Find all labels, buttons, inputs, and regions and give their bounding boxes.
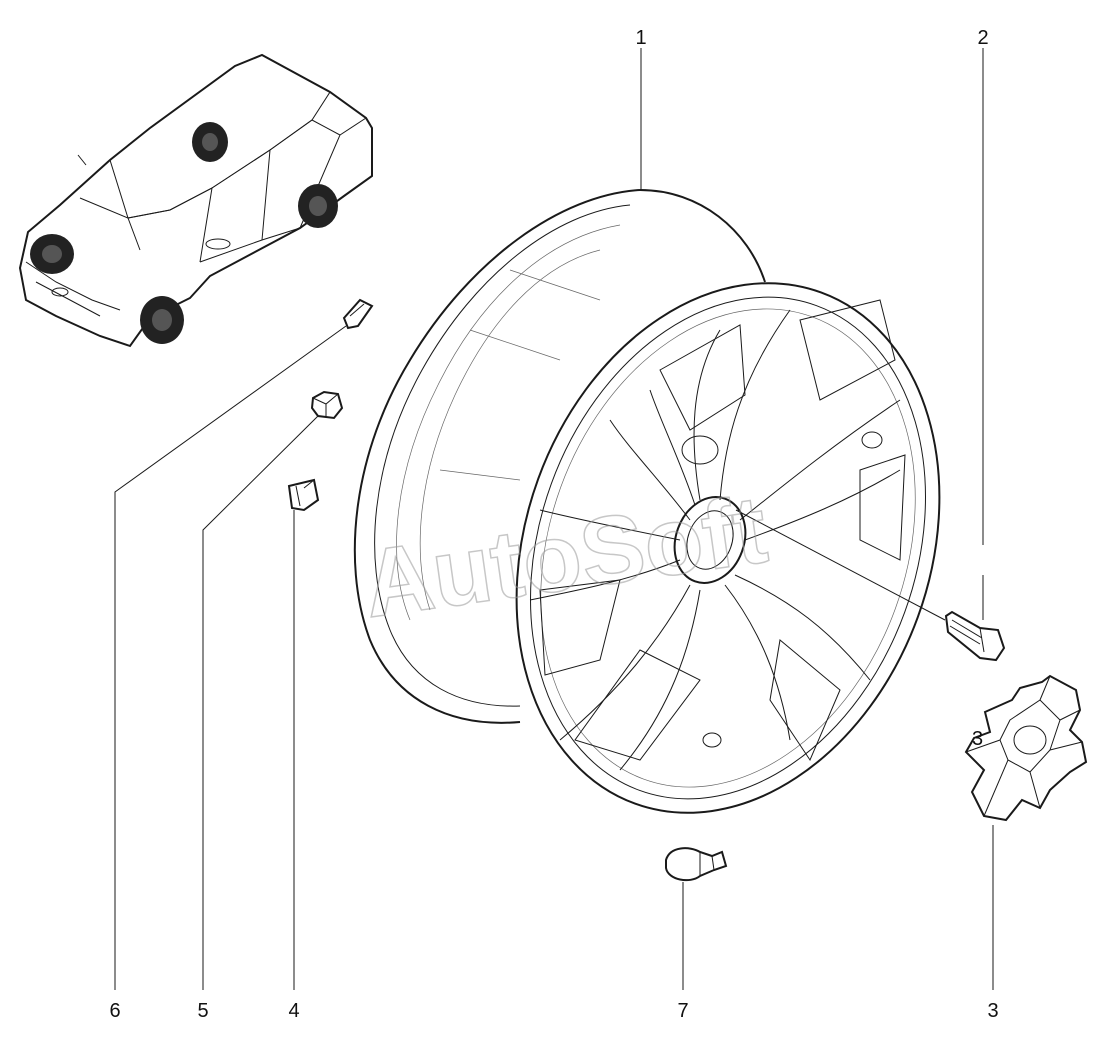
car-wheel-rear-left — [192, 122, 228, 162]
callout-1: 1 — [635, 27, 646, 49]
leader-lines — [114, 48, 994, 990]
callout-7: 7 — [677, 1000, 688, 1022]
callout-2: 2 — [977, 27, 988, 49]
callout-5: 5 — [197, 1000, 208, 1022]
callout-3-on-part: 3 — [972, 728, 983, 750]
car-wheel-front-right — [140, 296, 184, 344]
balance-weight-4 — [287, 478, 320, 512]
center-cap — [964, 674, 1088, 822]
balance-weight-5 — [310, 390, 344, 420]
wheel-bolt — [735, 509, 1006, 662]
car-wheel-front-left — [30, 234, 74, 274]
callout-6: 6 — [109, 1000, 120, 1022]
callout-3: 3 — [987, 1000, 998, 1022]
car-wheel-rear-right — [298, 184, 338, 228]
car-thumbnail — [18, 53, 373, 348]
tire-valve — [665, 847, 728, 882]
wheel-rim — [353, 189, 941, 814]
callout-4: 4 — [288, 1000, 299, 1022]
balance-weight-6 — [342, 298, 374, 330]
watermark-text: AutoSoft — [357, 476, 773, 638]
